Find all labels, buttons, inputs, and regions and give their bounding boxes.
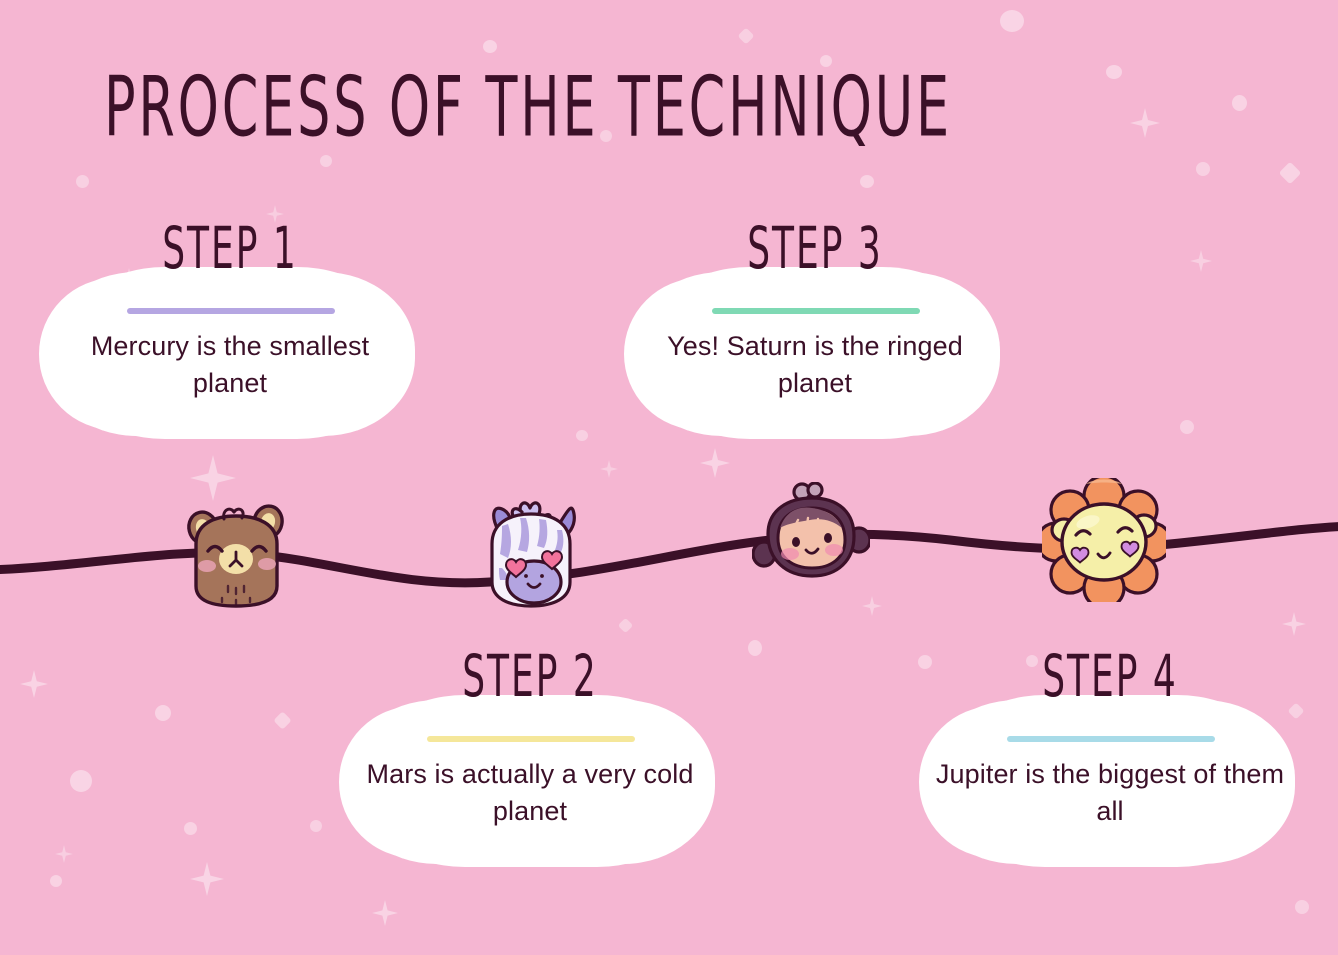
- step-label-3: STEP 3: [747, 215, 883, 283]
- four-point-sparkle-icon: [1130, 108, 1160, 138]
- four-point-sparkle-icon: [190, 862, 224, 896]
- step-label-2: STEP 2: [462, 643, 598, 711]
- diamond-icon: [273, 711, 292, 730]
- dot-icon: [1180, 420, 1194, 434]
- dot-icon: [748, 640, 762, 656]
- dot-icon: [1196, 162, 1210, 176]
- monkey-character: [752, 482, 870, 578]
- diamond-icon: [737, 27, 755, 45]
- dot-icon: [1232, 95, 1247, 111]
- step-card-background-4: [919, 695, 1295, 867]
- dot-icon: [70, 770, 92, 792]
- dot-icon: [184, 822, 197, 835]
- dot-icon: [155, 705, 171, 721]
- four-point-sparkle-icon: [55, 845, 73, 863]
- zebra-character: [490, 501, 576, 608]
- dot-icon: [1295, 900, 1309, 914]
- dot-icon: [320, 155, 332, 167]
- step-label-4: STEP 4: [1042, 643, 1178, 711]
- step-card-background-2: [339, 695, 715, 867]
- step-text-3: Yes! Saturn is the ringed planet: [667, 331, 963, 398]
- bear-character: [187, 504, 284, 608]
- lion-character: [1042, 478, 1166, 602]
- dot-icon: [483, 40, 497, 53]
- step-divider-1: [127, 308, 335, 314]
- four-point-sparkle-icon: [372, 900, 398, 926]
- dot-icon: [860, 175, 874, 188]
- step-label-1: STEP 1: [162, 215, 298, 283]
- step-divider-2: [427, 736, 635, 742]
- four-point-sparkle-icon: [20, 670, 48, 698]
- dot-icon: [576, 430, 588, 441]
- dot-icon: [310, 820, 322, 832]
- step-divider-3: [712, 308, 920, 314]
- step-card-background-1: [39, 267, 415, 439]
- step-divider-4: [1007, 736, 1215, 742]
- four-point-sparkle-icon: [1190, 250, 1212, 272]
- step-text-2: Mars is actually a very cold planet: [366, 759, 694, 826]
- dot-icon: [50, 875, 62, 887]
- page-title: PROCESS OF THE TECHNIQUE: [104, 57, 952, 156]
- dot-icon: [1106, 65, 1122, 79]
- step-text-1: Mercury is the smallest planet: [90, 331, 370, 398]
- diamond-icon: [1278, 161, 1302, 185]
- dot-icon: [1000, 10, 1024, 32]
- dot-icon: [76, 175, 89, 188]
- step-card-background-3: [624, 267, 1000, 439]
- step-text-4: Jupiter is the biggest of them all: [935, 759, 1285, 826]
